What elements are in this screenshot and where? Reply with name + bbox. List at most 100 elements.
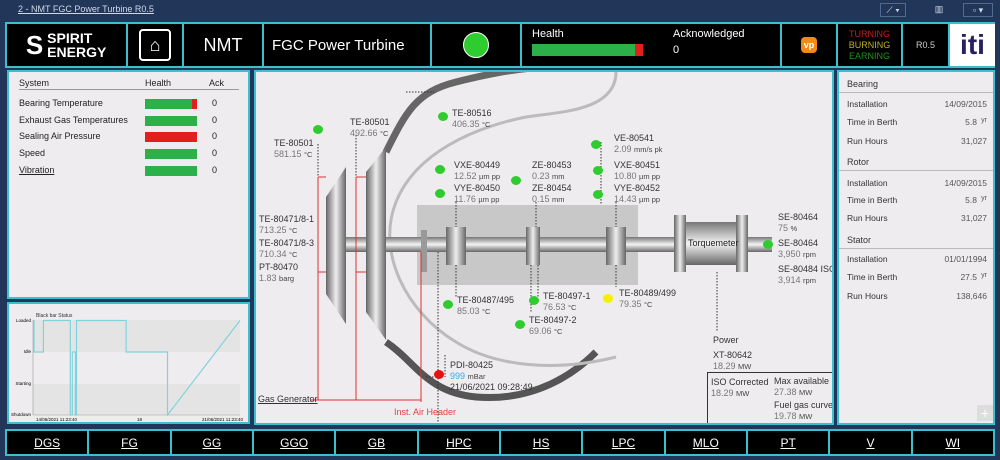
earning-label: EARNING [848,50,890,61]
vp-button[interactable]: vp [782,24,838,66]
se80464-status-icon[interactable] [763,240,773,249]
health-bar [145,149,197,159]
gas-generator-link[interactable]: Gas Generator [258,394,318,404]
system-row-bearing-temperature[interactable]: Bearing Temperature 0 [19,98,239,110]
te80487-status-icon[interactable] [443,300,453,309]
te80497-1-status-icon[interactable] [529,296,539,305]
health-bar [145,99,197,109]
chart-title: Black bar Status [36,313,73,319]
nav-v[interactable]: V [830,431,913,454]
nav-lpc[interactable]: LPC [583,431,666,454]
nav-ggo[interactable]: GGO [254,431,337,454]
torquemeter-label: Torquemeter [688,238,739,248]
title-bar: 2 - NMT FGC Power Turbine R0.5 ⟋ ▾ ▥ ▫ ▾ [0,0,1000,20]
ve80541-status-icon[interactable] [591,140,601,149]
te80489-status-icon[interactable] [603,294,613,303]
report-icon[interactable]: ▥ [934,4,944,14]
nav-mlo[interactable]: MLO [666,431,748,454]
vye80452-status-icon[interactable] [593,190,603,199]
ack-count: 0 [212,98,218,108]
home-button[interactable]: ⌂ [128,24,184,66]
bearing-heading: Bearing [847,79,879,89]
vxe80449-status-icon[interactable] [435,165,445,174]
x-tick: 21/06/2021 11:23:40 [202,417,243,422]
status-series-line [33,319,241,417]
torquemeter [686,222,736,265]
row-name: Speed [19,148,46,158]
ack-count: 0 [212,115,218,125]
nav-gg[interactable]: GG [172,431,254,454]
nav-dgs[interactable]: DGS [7,431,90,454]
nav-gb[interactable]: GB [336,431,419,454]
band-loaded [33,320,240,352]
vye80450-status-icon[interactable] [435,189,445,198]
nav-hpc[interactable]: HPC [419,431,501,454]
bearing-1 [446,227,466,265]
ack-count: 0 [212,165,218,175]
te80497-2-status-icon[interactable] [515,320,525,329]
te80501a-status-icon[interactable] [313,125,323,134]
y-tick: Starting [15,381,31,386]
nav-fg[interactable]: FG [89,431,172,454]
trend-dropdown-button[interactable]: ⟋ ▾ [880,3,906,17]
power-turbine-disk [366,147,386,340]
vxe80451-status-icon[interactable] [593,166,603,175]
turbine-schematic [311,72,772,423]
vibration-link[interactable]: Vibration [19,165,55,175]
system-row-vibration[interactable]: Vibration 0 [19,165,239,177]
col-ack: Ack [209,78,225,88]
nav-wi[interactable]: WI [945,435,961,450]
ze80453-status-icon[interactable] [511,176,521,185]
exhaust-casing-lower [384,339,599,402]
health-bar [145,132,197,142]
nav-pt[interactable]: PT [748,431,831,454]
status-indicator [432,24,522,66]
status-chart: Black bar Status Loaded Idle Starting Sh… [11,313,243,422]
x-tick: 14/06/2021 11:23:40 [36,417,77,422]
band-starting [33,384,240,415]
zoom-in-icon[interactable]: + [977,405,993,421]
home-icon: ⌂ [139,29,171,61]
save-dropdown-button[interactable]: ▫ ▾ [963,3,993,17]
row-name: Bearing Temperature [19,98,103,108]
window-title-link[interactable]: 2 - NMT FGC Power Turbine R0.5 [18,4,154,14]
te80516-status-icon[interactable] [438,112,448,121]
ack-label: Acknowledged [673,28,745,40]
pdi80425-alarm-icon[interactable] [434,370,444,379]
ack-value: 0 [673,44,680,56]
subsystem-nav: DGS FG GG GGO GB HPC HS LPC MLO PT V WI [5,429,995,456]
nav-hs[interactable]: HS [501,431,584,454]
